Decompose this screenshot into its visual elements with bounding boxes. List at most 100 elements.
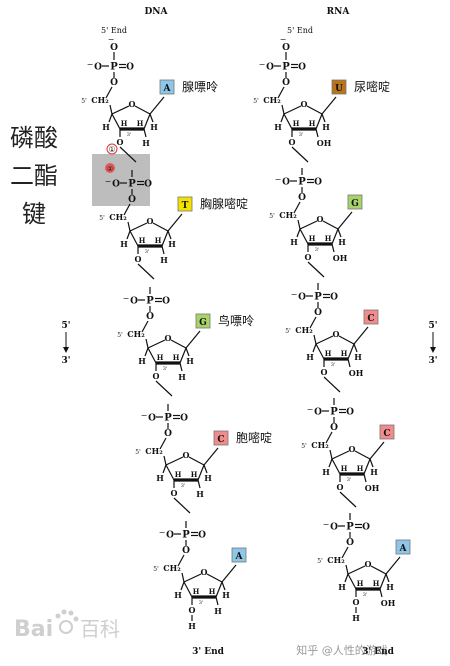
dna-4-bond-c2-sub [197, 479, 201, 489]
phosphodiester-bond-highlight [92, 154, 150, 206]
dna-2-c5-label: 5' [99, 215, 105, 222]
rna-4-phosphorus: P [330, 407, 338, 418]
dna-2-oxygen-right: O [144, 180, 152, 190]
paw-icon-toe-1 [55, 613, 61, 619]
dna-title: DNA [144, 7, 168, 17]
dna-5-h-c2a: H [209, 587, 216, 596]
dna-5-bond-c2-sub [215, 596, 219, 606]
dna-1-ring-bond-c1-c2 [143, 113, 151, 130]
dna-1-bond-o-ch2 [105, 86, 113, 99]
rna-3-h-c1: H [354, 352, 362, 362]
rna-5-ring-bond-o-c1 [370, 565, 387, 575]
rna-5-terminal-oxygen: O [353, 597, 360, 607]
rna-5-bond-o-ch2 [341, 546, 349, 559]
dna-4-ring-bond-c4-o [165, 456, 184, 466]
rna-5-ring-bond-c1-c2 [379, 573, 387, 590]
dna-4-oxygen-right: O [180, 414, 188, 424]
dna-3-phosphorus: P [146, 296, 154, 307]
dna-1-c3-label: 3' [127, 132, 132, 138]
dna-4-base-box [213, 430, 229, 446]
rna-1-charge-top: − [280, 35, 287, 44]
rna-three-end-label: 3' End [362, 647, 395, 657]
rna-1-ring-bond-c4-o [283, 105, 302, 115]
rna-1-ring-oxygen: O [301, 99, 308, 109]
rna-5-ring-bond-c4-o [347, 565, 366, 575]
rna-4-ring-bond-o-c1 [354, 450, 371, 460]
rna-1-base-letter: U [335, 84, 343, 94]
direction-arrowhead-right [430, 347, 436, 353]
rna-1-h-c2a: H [309, 119, 316, 128]
rna-3-oxygen-left: O [298, 293, 306, 303]
rna-4-bond-o-ch2 [325, 431, 333, 444]
rna-2-h-c2a: H [325, 234, 332, 243]
bond-marker-2: ② [105, 163, 115, 173]
dna-5-ring-bond-c1-c2 [215, 581, 223, 598]
dna-5-ring-bond-c3-c4 [183, 581, 193, 598]
dna-2-bond-o-next-p [137, 263, 155, 280]
rna-3-ring-bond-c3-c4 [315, 343, 325, 360]
rna-3-ring-bond-o-c1 [338, 335, 355, 345]
rna-4-ch2: CH₂ [311, 440, 329, 450]
dna-1-oxygen-left: O [94, 63, 102, 73]
dna-4-base-letter: C [217, 435, 224, 445]
rna-3-ring-bond-c4-o [315, 335, 334, 345]
dna-2-bond-o-ch2 [123, 203, 131, 216]
rna-5-ch2: CH₂ [327, 555, 345, 565]
dna-4-charge-left: − [141, 411, 148, 420]
dna-5-h-c2b: H [214, 606, 222, 616]
dna-4-ch2: CH₂ [145, 446, 163, 456]
dna-4-h-c4: H [156, 473, 164, 483]
rna-5-terminal-hydrogen: H [352, 613, 360, 623]
rna-5-c5-label: 5' [317, 558, 323, 565]
baidu-watermark: Bai 百科 [14, 609, 120, 642]
rna-2-oxygen-bottom: O [298, 193, 306, 203]
rna-2-oxygen-right: O [314, 178, 322, 188]
rna-5-c3-label: 3' [363, 592, 368, 598]
dna-1-base-name: 腺嘌呤 [182, 79, 218, 94]
rna-2-ring-oxygen: O [317, 214, 324, 224]
rna-4-bond-c2-sub [363, 473, 367, 483]
dna-2-bond-ch2-c4 [127, 221, 131, 232]
rna-4-base-box [379, 424, 395, 440]
rna-5-ring-oxygen: O [365, 559, 372, 569]
dna-3-oxygen-left: O [130, 297, 138, 307]
rna-4-h-c2a: H [357, 464, 364, 473]
rna-4-h-c4: H [322, 467, 330, 477]
rna-2-phosphorus: P [298, 177, 306, 188]
dna-3-h-c4: H [138, 356, 146, 366]
dna-5-c5-label: 5' [153, 566, 159, 573]
dna-3-c5-label: 5' [117, 332, 123, 339]
dna-3-bond-o-next-p [155, 380, 173, 397]
dna-3-base-letter: G [199, 318, 207, 328]
phosphodiester-label-line-2: 二酯 [10, 162, 58, 190]
dna-3-ch2: CH₂ [127, 329, 145, 339]
dna-5-bond-c1-base [221, 564, 237, 583]
rna-2-charge-left: − [275, 175, 282, 184]
dna-5-ring-bond-c4-o [183, 573, 202, 583]
dna-1-h-c2a: H [137, 119, 144, 128]
dna-1-link-oxygen: O [117, 137, 124, 147]
rna-1-charge-left: − [259, 60, 266, 69]
rna-3-h-c4: H [306, 352, 314, 362]
rna-1-ring-bond-o-c1 [306, 105, 323, 115]
dna-5-h-c3: H [193, 587, 200, 596]
rna-5-oh-c2: OH [381, 598, 396, 608]
dna-3-bond-o-ch2 [141, 320, 149, 333]
direction-indicator-right: 5' 3' [428, 321, 437, 366]
rna-4-h-c1: H [370, 467, 378, 477]
dna-5-terminal-oxygen: O [189, 605, 196, 615]
paw-icon-toe-4 [73, 616, 79, 622]
dna-5-ring-bond-o-c1 [206, 573, 223, 583]
dna-1-ch2: CH₂ [91, 95, 109, 105]
dna-2-ring-oxygen: O [147, 216, 154, 226]
rna-4-ring-bond-c1-c2 [363, 458, 371, 475]
rna-1-oxygen-left: O [266, 63, 274, 73]
rna-2-bond-c1-h [337, 228, 342, 238]
dna-1-h-c1: H [150, 122, 158, 132]
rna-5-phosphorus: P [346, 522, 354, 533]
rna-5-oxygen-bottom: O [346, 538, 354, 548]
dna-4-phosphorus: P [164, 413, 172, 424]
